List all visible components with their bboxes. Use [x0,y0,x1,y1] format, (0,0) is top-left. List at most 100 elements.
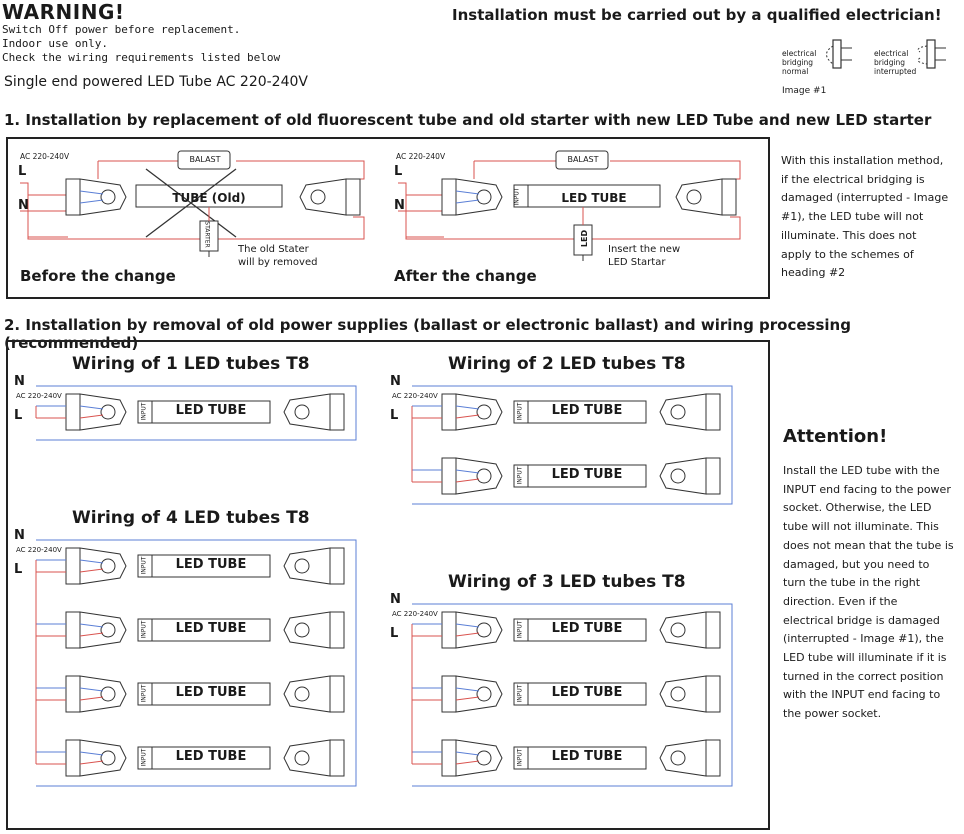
before-circuit [20,150,365,257]
after-led-starter-label: LED [580,229,590,248]
led-tube-label-g3-0: LED TUBE [551,621,623,636]
left-holder [455,457,503,495]
left-holder [455,739,503,777]
left-holder [79,393,127,431]
input-label-g3-1: INPUT [516,684,524,703]
led-tube-label-g4-1: LED TUBE [175,621,247,636]
right-socket [705,457,721,495]
N-label-g3: N [390,592,401,607]
wiring-2-title: Wiring of 2 LED tubes T8 [448,354,686,374]
right-socket [705,675,721,713]
led-tube-body [513,746,647,770]
led-tube-body [137,746,271,770]
left-holder [79,739,127,777]
L-label-g2: L [390,408,399,423]
return-wire [36,385,357,441]
right-socket [705,739,721,777]
section2-panel: Wiring of 1 LED tubes T8 Wiring of 2 LED… [6,340,770,830]
blue-wire [455,623,480,628]
input-label-g4-0: INPUT [140,556,148,575]
after-ballast-label: BALAST [567,155,599,164]
left-socket [65,739,81,777]
right-pin-circle [670,404,686,420]
after-input-label: INPUT [513,187,521,206]
led-tube-label-g3-1: LED TUBE [551,685,623,700]
red-wire [79,414,104,419]
right-pin-circle [670,686,686,702]
before-L-label: L [18,164,27,179]
blue-wire [455,405,480,410]
right-holder [283,393,331,431]
blue-wire [455,687,480,692]
blue-wire [455,751,480,756]
right-socket [329,739,345,777]
left-holder [455,611,503,649]
left-pin-circle [100,622,116,638]
qualified-electrician-note: Installation must be carried out by a qu… [452,6,942,24]
led-tube-body [513,400,647,424]
attention-title: Attention! [783,426,888,447]
input-label-g4-2: INPUT [140,684,148,703]
page-subtitle: Single end powered LED Tube AC 220-240V [4,74,308,90]
right-pin-circle [294,686,310,702]
left-pin-circle [100,686,116,702]
left-pin-circle [476,686,492,702]
input-label-g3-0: INPUT [516,620,524,639]
right-holder [659,393,707,431]
wiring-3-title: Wiring of 3 LED tubes T8 [448,572,686,592]
blue-wire [79,623,104,628]
before-ballast-label: BALAST [189,155,221,164]
input-label-g1-0: INPUT [140,402,148,421]
led-tube-label-g2-0: LED TUBE [551,403,623,418]
right-holder [283,547,331,585]
red-wire [455,696,480,701]
after-tube-label: LED TUBE [561,191,627,205]
left-pin-circle [100,404,116,420]
left-socket [441,739,457,777]
left-pin-circle [476,404,492,420]
led-tube-label-g2-1: LED TUBE [551,467,623,482]
led-tube-body [137,400,271,424]
red-wire [79,632,104,637]
right-holder [283,739,331,777]
return-wire [36,539,357,787]
led-tube-label-g3-2: LED TUBE [551,749,623,764]
red-wire [455,760,480,765]
left-pin-circle [476,750,492,766]
left-pin-circle [100,558,116,574]
before-caption: Before the change [20,267,176,285]
section1-heading: 1. Installation by replacement of old fl… [4,111,932,129]
led-tube-label-g1-0: LED TUBE [175,403,247,418]
left-pin-circle [476,622,492,638]
wiring-1-title: Wiring of 1 LED tubes T8 [72,354,310,374]
L-label-g1: L [14,408,23,423]
left-socket [441,611,457,649]
left-holder [79,547,127,585]
left-pin-circle [100,750,116,766]
input-label-g2-0: INPUT [516,402,524,421]
led-tube-label-g4-3: LED TUBE [175,749,247,764]
right-holder [659,457,707,495]
N-label-g4: N [14,528,25,543]
led-tube-body [513,464,647,488]
left-socket [65,675,81,713]
right-socket [329,611,345,649]
blue-wire [79,687,104,692]
led-tube-body [513,682,647,706]
wiring-4-title: Wiring of 4 LED tubes T8 [72,508,310,528]
left-socket [441,457,457,495]
warning-line-3: Check the wiring requirements listed bel… [2,51,281,64]
blue-wire [79,405,104,410]
section1-side-note: With this installation method, if the el… [781,154,949,280]
left-holder [455,675,503,713]
right-holder [659,675,707,713]
right-socket [705,393,721,431]
section2-heading: 2. Installation by removal of old power … [4,316,851,352]
red-wire [455,414,480,419]
N-label-g2: N [390,374,401,389]
input-label-g3-2: INPUT [516,748,524,767]
